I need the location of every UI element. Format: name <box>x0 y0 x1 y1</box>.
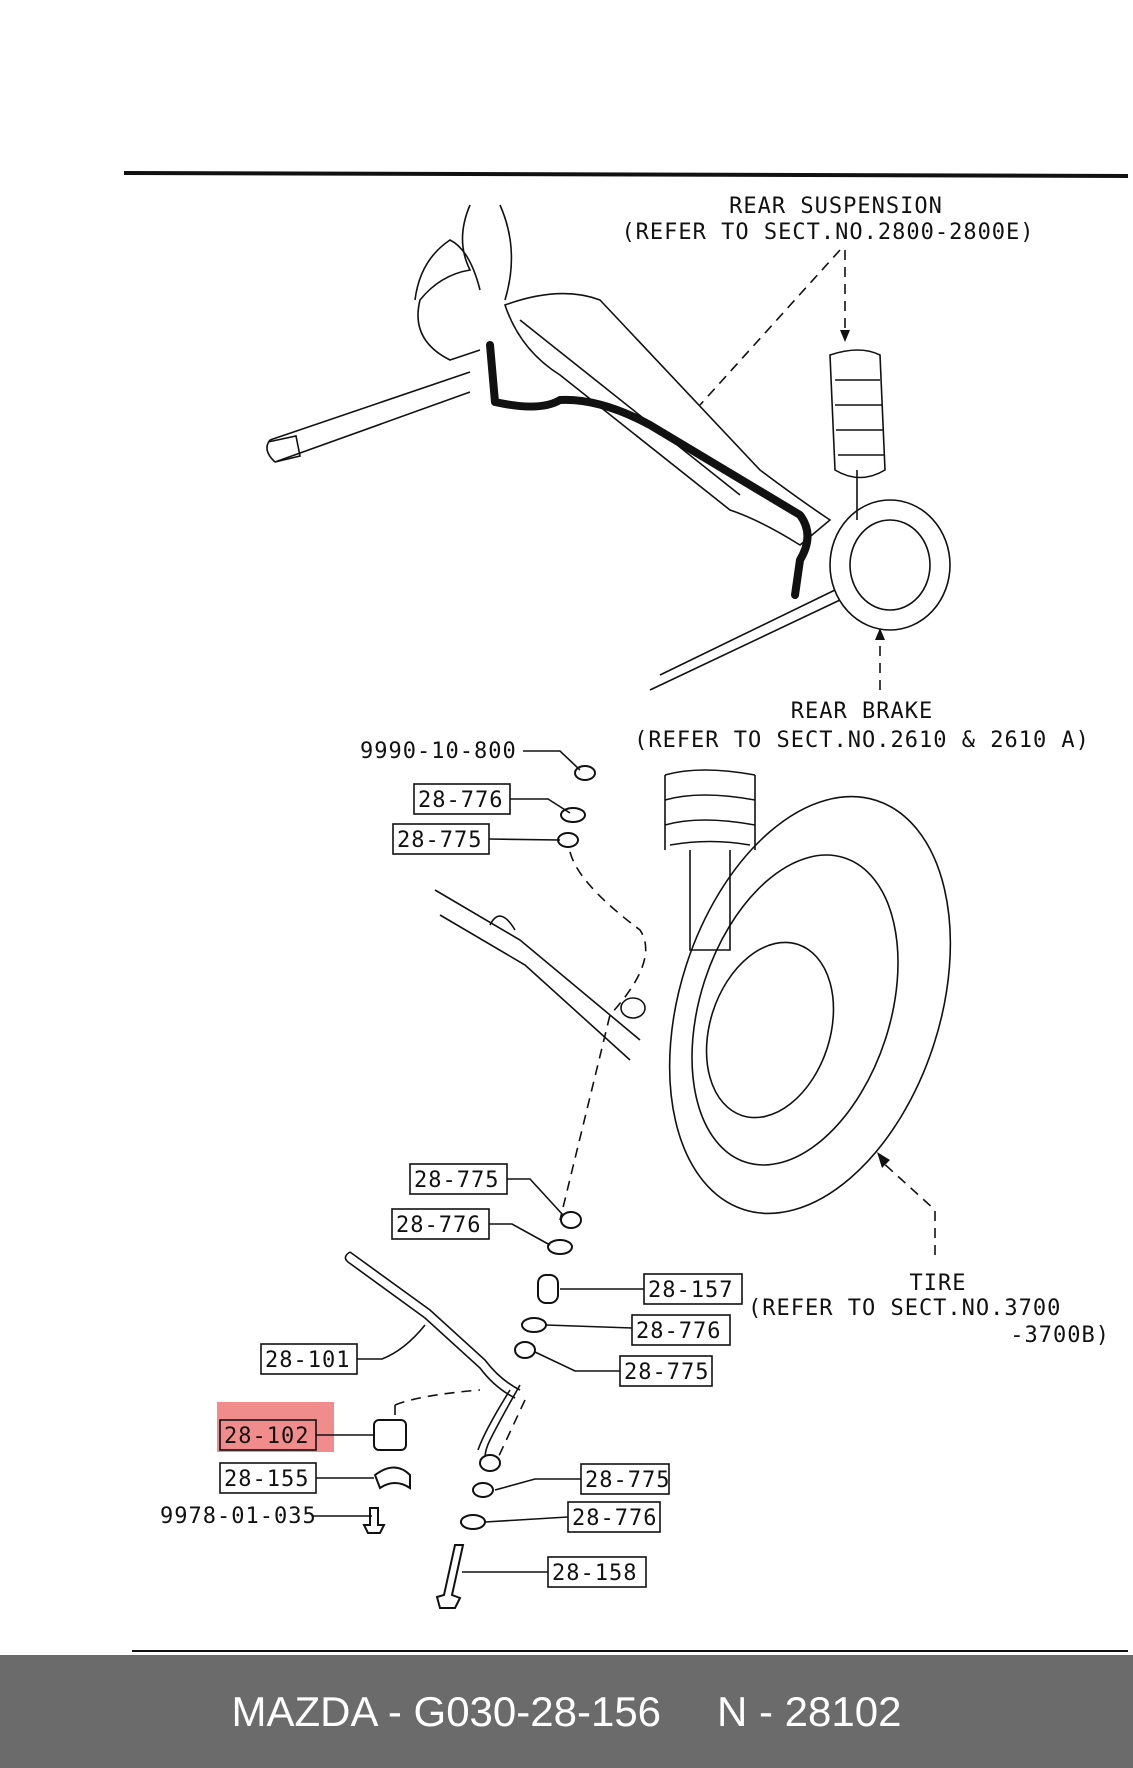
bushing-bracket <box>373 1466 411 1490</box>
callout-title: REAR BRAKE <box>791 699 933 724</box>
bushing-mid <box>560 1211 582 1229</box>
part-label-9978-01-035: 9978-01-035 <box>160 1504 317 1529</box>
callout-title: REAR SUSPENSION <box>729 194 943 219</box>
bushing-upper <box>557 832 579 848</box>
spacer-collar <box>537 1274 559 1304</box>
bushing-bottom <box>472 1482 494 1498</box>
washer-bottom <box>460 1514 486 1530</box>
highlight-28-102 <box>217 1402 334 1452</box>
rear-brake-leader <box>875 628 885 690</box>
part-label-28-775: 28-775 <box>624 1360 709 1385</box>
callout-ref: (REFER TO SECT.NO.2610 & 2610 A) <box>634 728 1090 753</box>
part-label-28-158: 28-158 <box>552 1561 637 1586</box>
callout-rear-brake: REAR BRAKE (REFER TO SECT.NO.2610 & 2610… <box>634 699 1090 753</box>
washer-lower <box>521 1317 547 1333</box>
part-label-28-775: 28-775 <box>585 1468 670 1493</box>
bolt-9978 <box>362 1507 386 1534</box>
callout-ref: (REFER TO SECT.NO.2800-2800E) <box>621 220 1034 245</box>
tire-leader <box>877 1152 936 1255</box>
callout-title: TIRE <box>910 1271 967 1296</box>
part-label-28-776: 28-776 <box>396 1213 481 1238</box>
part-label-28-102: 28-102 <box>224 1424 309 1449</box>
wheel-assembly-illustration <box>344 769 952 1476</box>
rear-axle-illustration <box>266 204 951 691</box>
part-label-28-776: 28-776 <box>636 1319 721 1344</box>
rear-suspension-leaders <box>699 249 850 406</box>
part-label-28-101: 28-101 <box>265 1348 350 1373</box>
part-number-text: MAZDA - G030-28-156 <box>231 1687 662 1735</box>
part-label-28-776: 28-776 <box>572 1506 657 1531</box>
hardware-parts <box>362 765 596 1609</box>
top-rule <box>123 171 1129 178</box>
part-label-28-155: 28-155 <box>224 1467 309 1492</box>
callout-rear-suspension: REAR SUSPENSION (REFER TO SECT.NO.2800-2… <box>621 194 1034 245</box>
part-label-28-157: 28-157 <box>648 1278 733 1303</box>
suspension-exploded-diagram: REAR SUSPENSION (REFER TO SECT.NO.2800-2… <box>123 171 1129 1652</box>
stabilizer-bushing <box>373 1419 407 1451</box>
link-bolt <box>435 1544 465 1609</box>
part-labels: 9990-10-800 28-776 28-775 28-775 28-776 … <box>160 739 743 1588</box>
part-label-28-776: 28-776 <box>418 788 503 813</box>
part-label-9990-10-800: 9990-10-800 <box>360 739 517 764</box>
callout-ref-cont: -3700B) <box>1010 1323 1110 1348</box>
bushing-lower <box>514 1341 536 1359</box>
part-info-footer: MAZDA - G030-28-156 N - 28102 <box>0 1655 1133 1768</box>
part-label-28-775: 28-775 <box>397 828 482 853</box>
part-label-28-775: 28-775 <box>414 1168 499 1193</box>
link-lower-end <box>479 1454 501 1472</box>
callout-tire: TIRE (REFER TO SECT.NO.3700 -3700B) <box>748 1271 1110 1348</box>
catalog-number-text: N - 28102 <box>717 1687 902 1735</box>
washer-mid <box>547 1239 573 1255</box>
callout-ref: (REFER TO SECT.NO.3700 <box>748 1296 1061 1321</box>
